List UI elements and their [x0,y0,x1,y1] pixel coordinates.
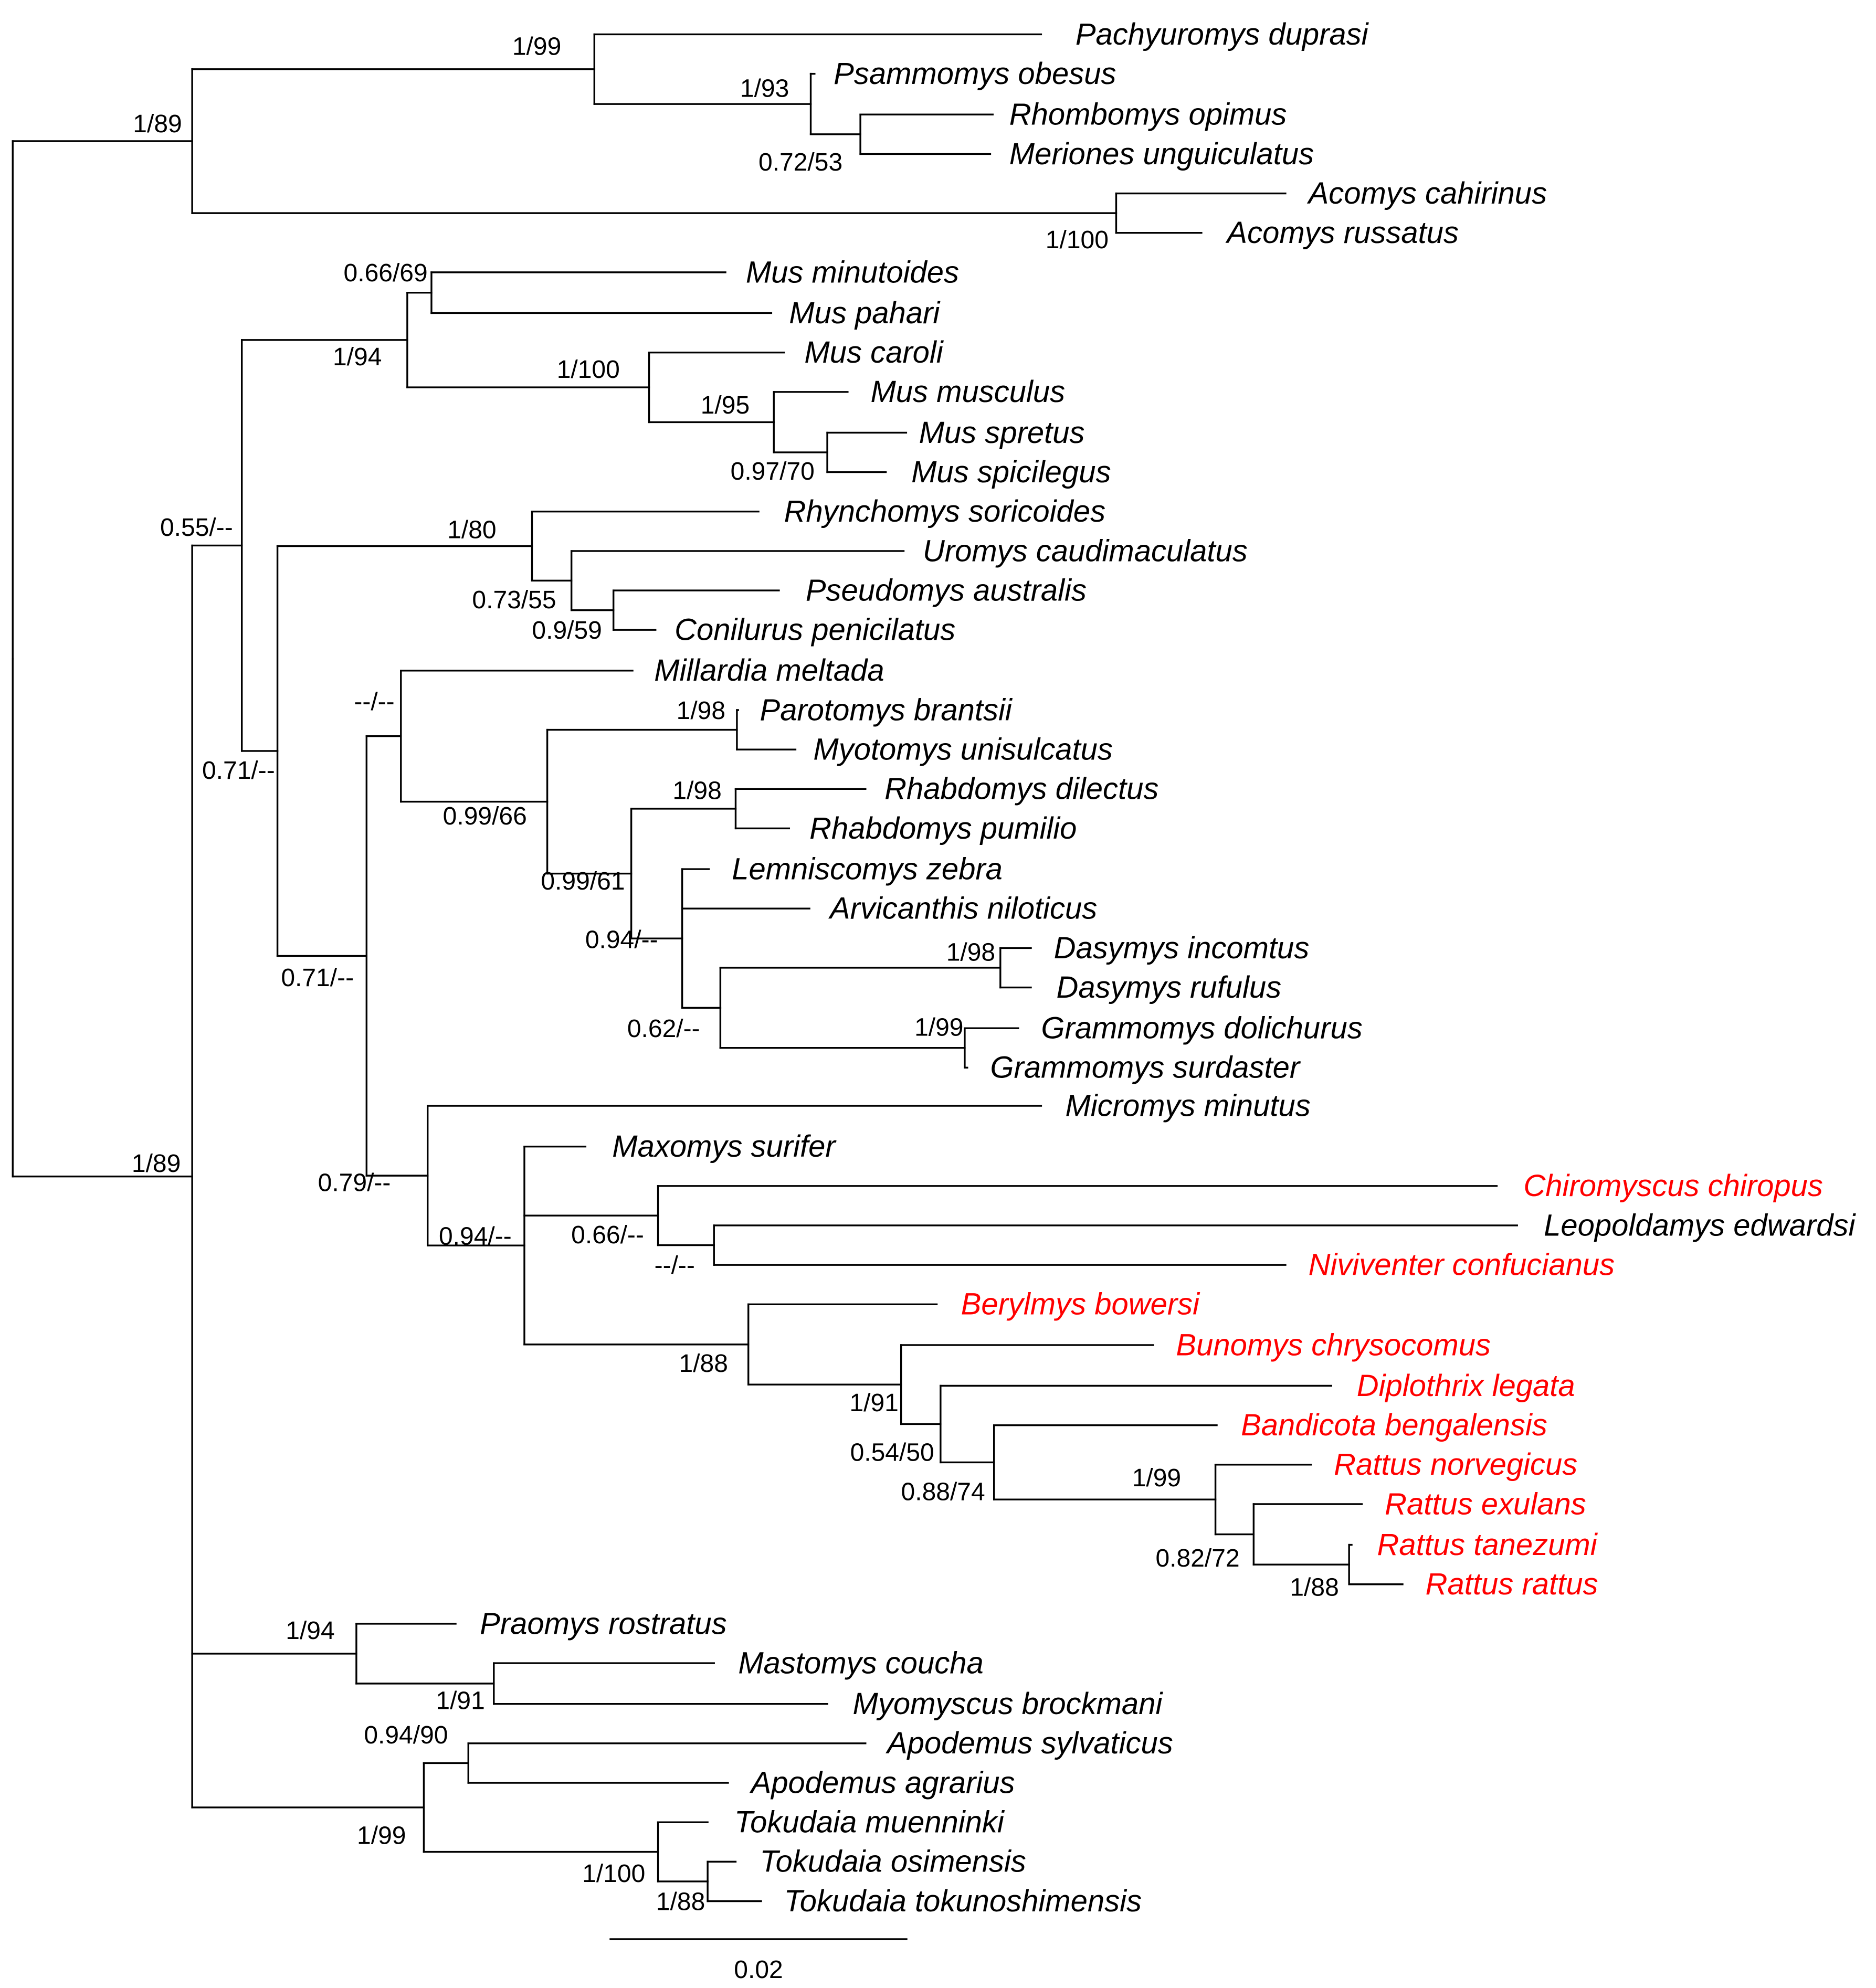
taxon-label: Niviventer confucianus [1309,1248,1615,1282]
taxon-label: Millardia meltada [654,653,884,688]
node-support-label: 0.71/-- [202,757,275,785]
taxon-label: Rattus norvegicus [1334,1447,1577,1482]
taxon-label: Mus spicilegus [911,455,1111,489]
taxon-label: Rhabdomys dilectus [884,772,1158,806]
node-support-label: 1/88 [1290,1574,1339,1602]
taxon-label: Leopoldamys edwardsi [1544,1208,1856,1242]
node-support-label: 1/91 [849,1389,898,1417]
taxon-label: Mus spretus [919,416,1085,450]
node-support-label: 1/100 [1046,226,1109,254]
node-support-label: 0.66/69 [344,259,428,287]
taxon-label: Myotomys unisulcatus [813,733,1113,767]
taxon-label: Praomys rostratus [480,1606,727,1641]
taxon-label: Myomyscus brockmani [853,1687,1164,1721]
taxon-label: Parotomys brantsii [760,693,1013,727]
node-support-label: --/-- [354,688,394,716]
node-support-label: 1/99 [914,1014,963,1042]
tree-branches [12,33,1518,1902]
taxon-label: Dasymys rufulus [1056,970,1281,1004]
taxon-label: Dasymys incomtus [1054,931,1310,965]
taxon-label: Acomys cahirinus [1307,176,1547,210]
node-support-label: 0.9/59 [532,617,602,644]
node-support-label: 1/91 [436,1687,484,1715]
node-support-label: 0.94/-- [585,926,658,954]
node-support-label: 0.54/50 [850,1439,934,1467]
taxon-label: Rhynchomys soricoides [784,494,1105,528]
taxon-label: Arvicanthis niloticus [828,892,1097,926]
node-support-label: 0.73/55 [472,586,556,614]
taxon-label: Chiromyscus chiropus [1523,1169,1823,1203]
taxon-label: Psammomys obesus [834,57,1116,91]
taxon-label: Rattus rattus [1426,1567,1598,1601]
taxon-label: Tokudaia muenninki [734,1805,1005,1839]
taxon-label: Apodemus sylvaticus [886,1726,1173,1760]
taxon-label: Mus pahari [789,296,941,330]
taxon-label: Rattus exulans [1385,1487,1586,1521]
node-support-label: 1/94 [286,1617,334,1645]
taxon-label: Uromys caudimaculatus [923,534,1248,568]
node-support-label: 0.99/61 [541,868,625,895]
taxon-label: Maxomys surifer [612,1129,837,1164]
node-support-label: 1/98 [677,697,725,725]
node-support-label: 1/100 [582,1860,645,1888]
node-support-label: 1/95 [701,392,750,419]
node-support-label: 1/89 [133,110,182,138]
scale-bar-label: 0.02 [734,1956,783,1984]
node-support-label: 1/89 [132,1150,181,1178]
node-support-label: 0.79/-- [318,1169,391,1197]
node-support-label: 0.55/-- [160,514,233,542]
node-support-label: --/-- [655,1252,695,1279]
node-support-label: 1/93 [740,75,789,102]
node-support-label: 0.71/-- [281,964,354,992]
node-support-label: 1/99 [1132,1464,1181,1492]
taxon-label: Mus minutoides [746,255,959,289]
node-support-label: 1/80 [447,516,496,544]
taxon-label: Diplothrix legata [1357,1369,1575,1403]
taxon-label: Tokudaia osimensis [760,1845,1026,1879]
taxon-label: Mus caroli [804,335,944,369]
node-support-label: 0.94/90 [364,1721,448,1749]
node-support-label: 1/88 [679,1350,728,1378]
taxon-label: Micromys minutus [1065,1088,1310,1123]
node-support-label: 1/99 [357,1822,406,1849]
taxon-label: Berylmys bowersi [961,1287,1201,1321]
node-support-label: 1/88 [656,1888,705,1916]
node-support-label: 1/99 [512,33,561,60]
scale-bar: 0.02 [609,1938,908,1984]
node-support-label: 0.88/74 [901,1478,985,1506]
taxon-label: Rhombomys opimus [1009,98,1287,132]
taxon-label: Bandicota bengalensis [1241,1408,1547,1442]
taxon-label: Bunomys chrysocomus [1176,1328,1491,1362]
taxon-label: Rattus tanezumi [1377,1528,1598,1562]
taxon-label: Mus musculus [870,375,1065,409]
taxon-label: Conilurus penicilatus [674,613,955,647]
node-support-label: 0.62/-- [627,1015,700,1043]
taxon-label: Meriones unguiculatus [1009,137,1314,171]
node-support-label: 0.72/53 [758,149,842,176]
taxon-label: Rhabdomys pumilio [809,811,1077,845]
taxon-label: Acomys russatus [1225,216,1459,250]
taxon-label: Lemniscomys zebra [732,852,1003,886]
taxon-label: Apodemus agrarius [750,1765,1015,1800]
node-support-label: 0.66/-- [571,1221,644,1249]
node-support-label: 1/94 [333,343,382,371]
taxon-label: Mastomys coucha [738,1646,983,1680]
support-labels: 1/99 1/93 0.72/53 1/89 1/100 0.66/69 1/94 1/100… [132,33,1339,1916]
node-support-label: 1/98 [672,777,721,805]
node-support-label: 0.99/66 [443,802,527,830]
taxon-label: Tokudaia tokunoshimensis [784,1884,1142,1918]
taxon-label: Grammomys surdaster [990,1051,1301,1085]
taxon-label: Pseudomys australis [806,573,1087,607]
taxon-label: Grammomys dolichurus [1041,1011,1362,1045]
node-support-label: 0.82/72 [1155,1545,1239,1572]
node-support-label: 0.94/-- [439,1222,512,1250]
node-support-label: 1/98 [946,939,995,967]
taxon-label: Pachyuromys duprasi [1076,17,1369,51]
node-support-label: 1/100 [557,356,620,384]
node-support-label: 0.97/70 [731,458,815,485]
